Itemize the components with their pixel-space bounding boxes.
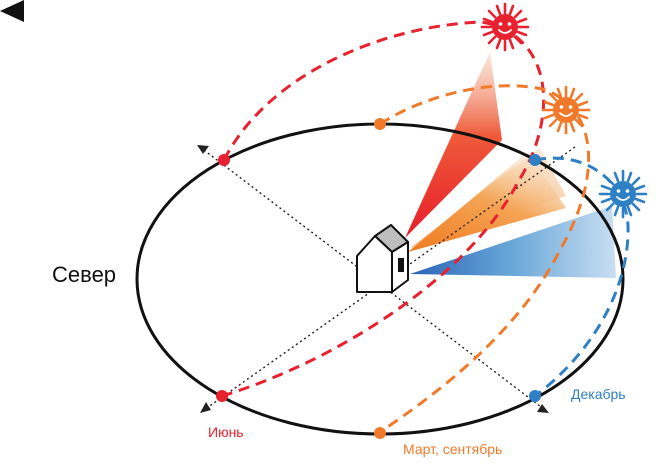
june-label: Июнь [208, 424, 244, 440]
december-sun-path [534, 156, 630, 398]
june-sunlight-wedge [405, 52, 502, 238]
june-sun-path [221, 20, 546, 398]
december-sunlight-wedge [410, 206, 616, 278]
north-label: Север [52, 262, 117, 287]
december-point-bottom [529, 390, 541, 402]
june-point-top [218, 154, 230, 166]
june-point-bottom [216, 390, 228, 402]
sun-icon [541, 85, 591, 135]
house-icon [356, 224, 409, 293]
march-sun-path [379, 84, 591, 434]
march-point-bottom [374, 427, 386, 439]
north-arrow-icon [0, 0, 24, 22]
axis-arrowhead-top-left [197, 145, 209, 154]
december-label: Декабрь [571, 386, 626, 402]
sun-icon [480, 2, 530, 52]
axis-arrowhead-bottom-left [200, 402, 211, 413]
axis-arrowhead-bottom-right [537, 404, 549, 413]
march-sunlight-wedge-core [408, 152, 566, 252]
march-september-label: Март, сентябрь [403, 441, 503, 457]
sun-icon [598, 169, 648, 219]
march-point-top [374, 118, 386, 130]
december-point-top [529, 154, 541, 166]
